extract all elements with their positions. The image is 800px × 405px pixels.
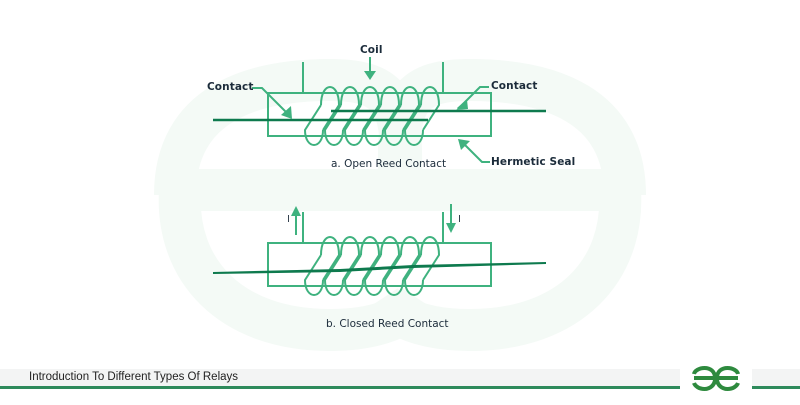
contact-left-leader: [252, 87, 292, 119]
coil-closed: [303, 236, 441, 296]
footer-divider: [0, 386, 800, 389]
coil-arrow: [364, 57, 376, 80]
coil-turn: [403, 236, 441, 296]
coil-turn: [403, 86, 441, 146]
coil-turn: [303, 86, 341, 146]
coil-turn: [323, 236, 361, 296]
footer-bar: [0, 369, 800, 386]
coil-turn: [343, 236, 381, 296]
watermark-logo: [154, 58, 646, 352]
closed-reed-contact: [213, 204, 546, 296]
reed-contact-closed: [213, 262, 546, 274]
glass-envelope-open: [267, 92, 492, 137]
watermark-right-arc: [362, 58, 646, 352]
geeksforgeeks-logo-icon[interactable]: [680, 362, 752, 394]
coil-turn: [363, 236, 401, 296]
coil-turn: [303, 236, 341, 296]
coil-open: [303, 86, 441, 146]
coil-label: Coil: [360, 44, 383, 56]
open-reed-contact: [213, 57, 546, 163]
closed-caption: b. Closed Reed Contact: [326, 318, 449, 330]
coil-turn: [343, 86, 381, 146]
hermetic-seal-leader: [458, 139, 490, 163]
contact-right-leader: [456, 86, 489, 110]
current-label-left: I: [287, 214, 290, 225]
coil-turn: [323, 86, 361, 146]
footer-title: Introduction To Different Types Of Relay…: [29, 371, 239, 383]
current-arrow-down: [446, 204, 456, 233]
open-caption: a. Open Reed Contact: [331, 158, 447, 170]
coil-turn: [383, 236, 421, 296]
coil-turn: [383, 86, 421, 146]
hermetic-seal-label: Hermetic Seal: [491, 156, 576, 168]
contact-right-label: Contact: [491, 80, 538, 92]
current-arrow-up: [291, 206, 301, 235]
coil-turn: [363, 86, 401, 146]
logo-container: [680, 362, 752, 394]
contact-left-label: Contact: [207, 81, 254, 93]
current-label-right: I: [458, 214, 461, 225]
